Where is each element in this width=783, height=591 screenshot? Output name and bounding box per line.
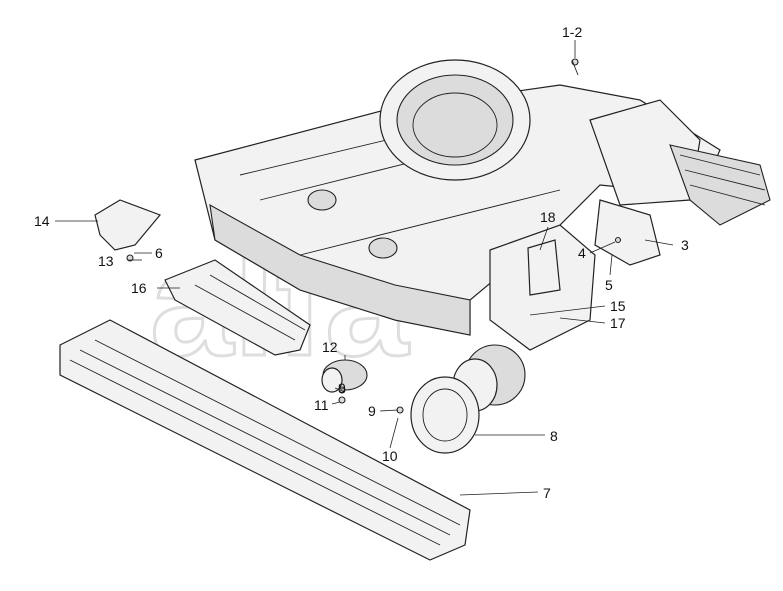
track-chain bbox=[59, 319, 471, 561]
callout-18: 18 bbox=[540, 209, 556, 225]
callout-3: 3 bbox=[681, 237, 689, 253]
callout-17: 17 bbox=[610, 315, 626, 331]
callout-12: 12 bbox=[322, 339, 338, 355]
callout-6: 6 bbox=[155, 245, 163, 261]
callout-1-2: 1-2 bbox=[562, 24, 582, 40]
callout-7: 7 bbox=[543, 485, 551, 501]
cover-plate bbox=[594, 199, 661, 266]
callout-labels: 1-2 3 4 5 6 7 8 9 9 10 11 12 13 14 15 16… bbox=[34, 24, 689, 501]
leader-lines bbox=[55, 40, 674, 496]
carrier-roller bbox=[321, 359, 368, 404]
callout-5: 5 bbox=[605, 277, 613, 293]
callout-15: 15 bbox=[610, 298, 626, 314]
callout-9-lower: 9 bbox=[368, 403, 376, 419]
callout-8: 8 bbox=[550, 428, 558, 444]
callout-14: 14 bbox=[34, 213, 50, 229]
callout-4: 4 bbox=[578, 245, 586, 261]
callout-9-upper: 9 bbox=[338, 380, 346, 396]
track-guard bbox=[164, 259, 311, 356]
guard-bracket-small bbox=[94, 199, 162, 251]
bolt bbox=[614, 236, 622, 244]
callout-16: 16 bbox=[131, 280, 147, 296]
drive-sprocket-assembly bbox=[396, 344, 526, 454]
callout-10: 10 bbox=[382, 448, 398, 464]
side-cover bbox=[527, 239, 561, 296]
undercarriage-frame bbox=[194, 59, 771, 351]
callout-11: 11 bbox=[314, 397, 329, 413]
bolt bbox=[126, 254, 134, 262]
callout-13: 13 bbox=[98, 253, 114, 269]
